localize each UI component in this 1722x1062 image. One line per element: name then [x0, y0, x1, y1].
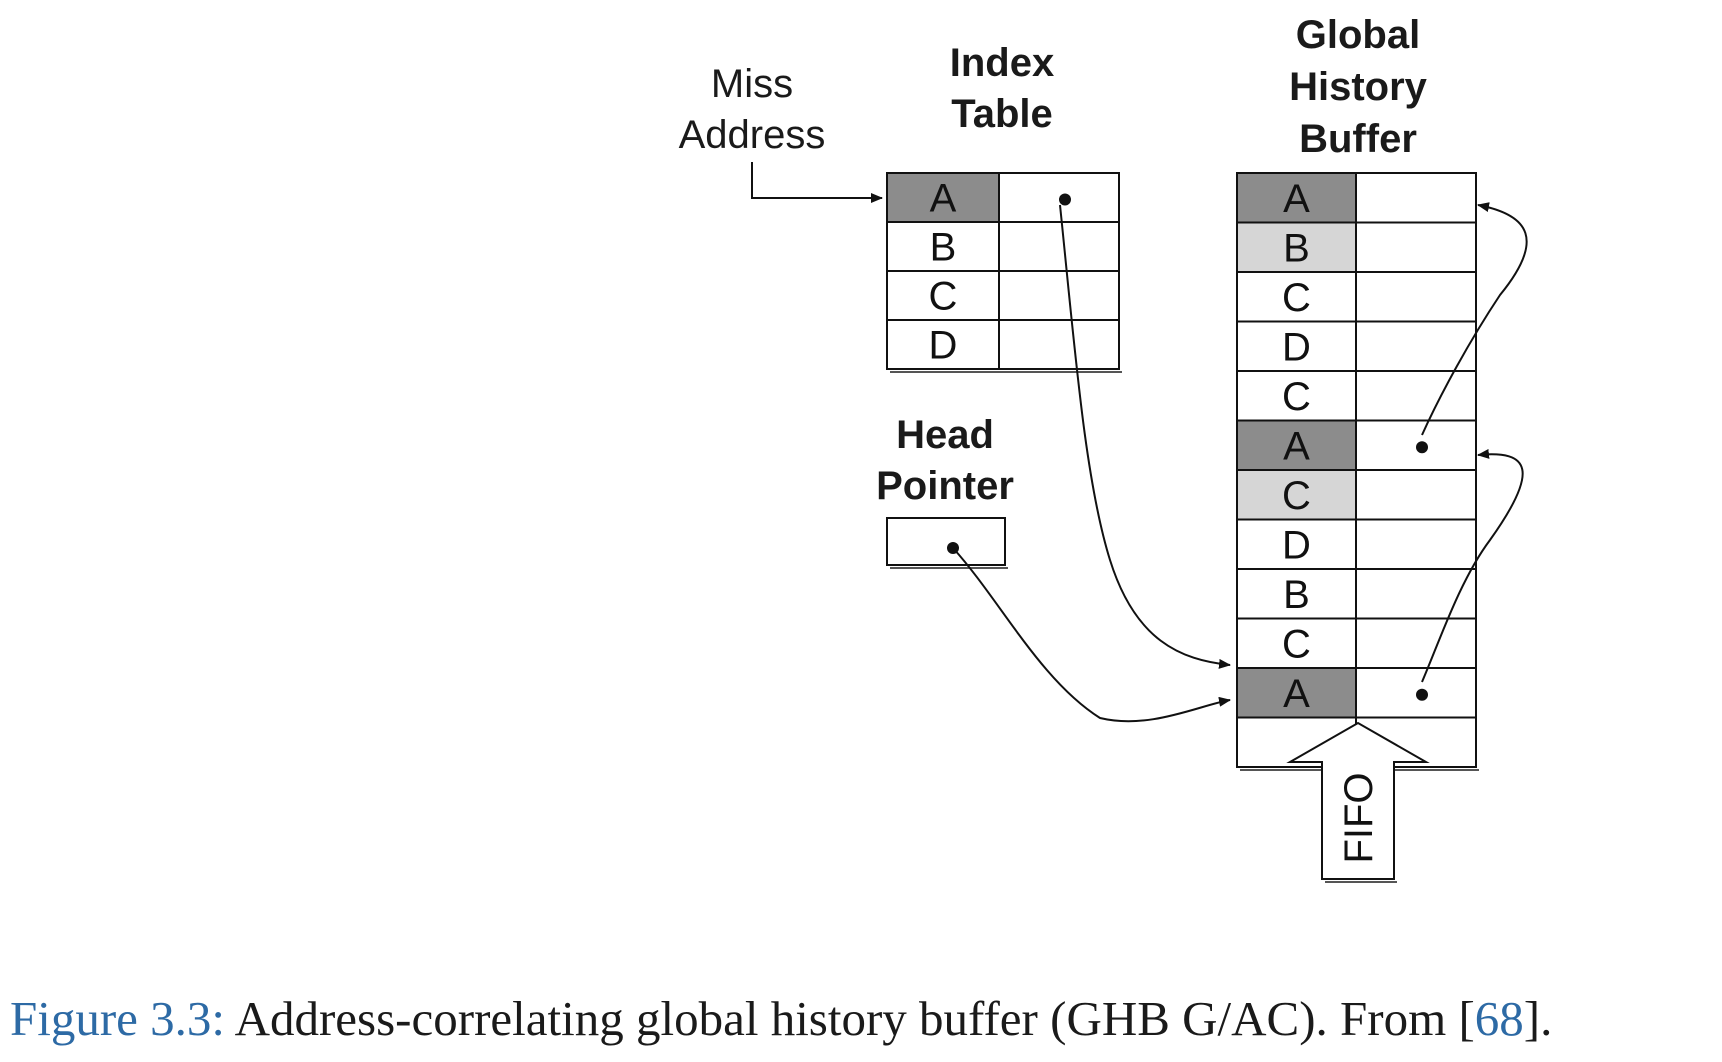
index-table-row-key-cell [886, 270, 1000, 321]
ghb-row-key-cell [1236, 469, 1357, 521]
index-table-row-key-label: D [929, 324, 958, 368]
fifo-label: FIFO [1337, 772, 1381, 863]
ghb-heading-line3: Buffer [1299, 117, 1417, 161]
caption-end: ]. [1523, 991, 1553, 1046]
index-table-row-pointer-cell [998, 319, 1120, 370]
ghb-heading-line1: Global [1296, 13, 1420, 57]
ghb-row-pointer-cell [1355, 221, 1477, 273]
caption-text: Address-correlating global history buffe… [225, 991, 1475, 1046]
ghb-row-key-label: B [1283, 226, 1310, 270]
index-table-row-key-cell [886, 319, 1000, 370]
head-pointer-box [886, 517, 1006, 566]
ghb-heading-line2: History [1289, 65, 1428, 109]
index-table-row-key-label: A [930, 177, 957, 221]
ghb-row-pointer-cell [1355, 370, 1477, 422]
figure-caption: Figure 3.3: Address-correlating global h… [10, 990, 1720, 1047]
ghb-row-pointer-cell [1355, 419, 1477, 471]
ghb-row-pointer-cell [1355, 271, 1477, 323]
index-table-row-pointer-cell [998, 172, 1120, 223]
ghb-row-key-label: C [1282, 276, 1311, 320]
index-to-ghb-arrow [1059, 204, 1231, 669]
head-pointer-to-ghb-arrow [952, 547, 1231, 723]
ghb-row-key-label: C [1282, 474, 1311, 518]
caption-reference-link[interactable]: 68 [1474, 991, 1524, 1046]
ghb-link-arrow-lower [1421, 448, 1524, 683]
ghb-row-key-label: D [1282, 325, 1311, 369]
index-table-heading-line2: Table [951, 92, 1053, 136]
ghb-row-key-cell [1236, 221, 1357, 273]
ghb-row-key-cell [1236, 568, 1357, 620]
ghb-row-key-label: A [1283, 672, 1310, 716]
ghb-row-pointer-cell [1355, 568, 1477, 620]
ghb-row-pointer-cell [1355, 667, 1477, 719]
index-table-row-key-cell [886, 172, 1000, 223]
ghb-row-pointer-cell [1355, 172, 1477, 224]
ghb-row-key-label: A [1283, 424, 1310, 468]
index-table-row-pointer-cell [998, 270, 1120, 321]
ghb-row-pointer-cell [1355, 518, 1477, 570]
caption-figure-number: Figure 3.3: [10, 991, 226, 1046]
ghb-row-pointer-cell [1355, 469, 1477, 521]
ghb-row-key-label: A [1283, 177, 1310, 221]
index-table-row-key-label: C [929, 275, 958, 319]
ghb-row-pointer-dot [1416, 441, 1428, 454]
ghb-row-key-label: D [1282, 523, 1311, 567]
ghb-row-key-label: B [1283, 573, 1310, 617]
ghb-row-key-label: C [1282, 375, 1311, 419]
ghb-row-key-cell [1236, 370, 1357, 422]
head-pointer-heading-line1: Head [896, 413, 994, 457]
index-table-heading-line1: Index [950, 41, 1054, 85]
miss-address-arrow [751, 162, 883, 203]
miss-address-label-line2: Address [679, 113, 826, 157]
ghb-row-pointer-cell [1355, 320, 1477, 372]
head-pointer-heading-line2: Pointer [876, 464, 1014, 508]
ghb-row-key-label: C [1282, 622, 1311, 666]
index-table-row-key-label: B [930, 226, 957, 270]
index-table-row-key-cell [886, 221, 1000, 272]
ghb-row-pointer-dot [1416, 688, 1428, 701]
fifo-arrow [1286, 721, 1430, 880]
ghb-row-key-cell [1236, 419, 1357, 471]
miss-address-label-line1: Miss [711, 62, 793, 106]
ghb-row-pointer-cell [1355, 617, 1477, 669]
ghb-link-arrow-upper [1421, 202, 1528, 436]
index-table-row-pointer-dot [1059, 193, 1071, 206]
index-table-row-pointer-cell [998, 221, 1120, 272]
